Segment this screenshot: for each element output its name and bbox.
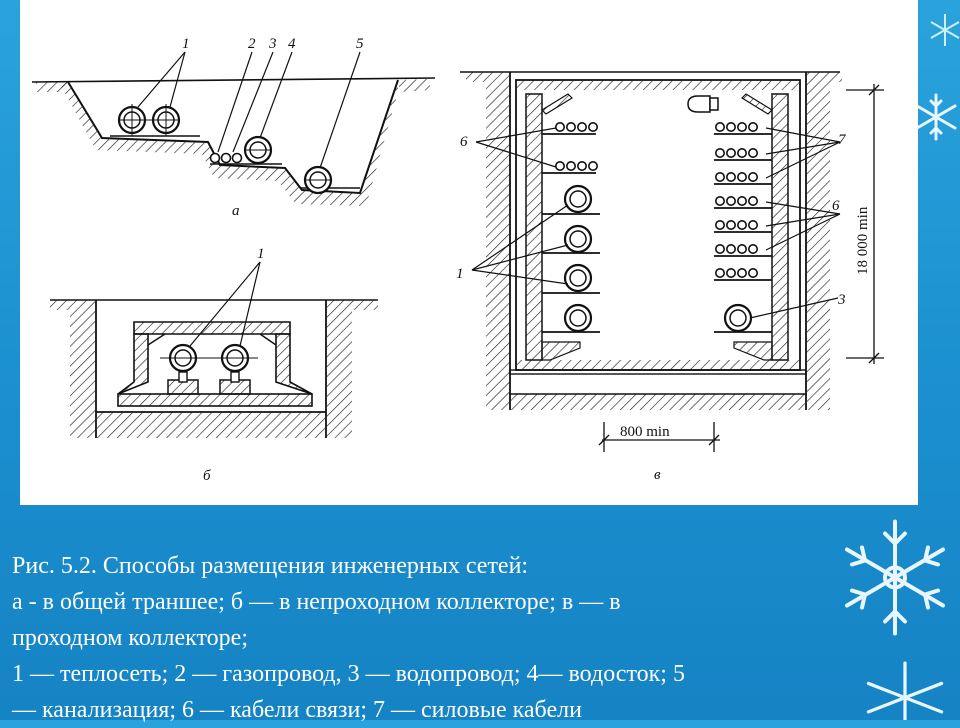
snowflake-icon bbox=[915, 93, 957, 141]
callout-label: 6 bbox=[832, 198, 840, 214]
callout-label: 2 bbox=[248, 36, 256, 52]
callout-label: 4 bbox=[288, 36, 296, 52]
dimension-width: 800 min bbox=[620, 424, 670, 440]
panel-v-tunnel: 6 7 6 1 3 18 000 min 800 min в bbox=[456, 71, 884, 483]
callout-label: 6 bbox=[460, 134, 468, 150]
callout-label: 5 bbox=[356, 36, 364, 52]
panel-label-b: б bbox=[203, 468, 211, 484]
panel-b-duct: 1 б bbox=[50, 246, 378, 484]
caption-line: 1 — теплосеть; 2 — газопровод, 3 — водоп… bbox=[12, 661, 685, 687]
panel-a-trench: 1 2 3 4 5 а bbox=[31, 36, 436, 219]
caption-line: а - в общей траншее; б — в непроходном к… bbox=[12, 589, 621, 615]
callout-label: 7 bbox=[838, 132, 847, 148]
panel-label-v: в bbox=[654, 467, 661, 483]
figure-caption: Рис. 5.2. Способы размещения инженерных … bbox=[12, 548, 912, 728]
callout-label: 3 bbox=[837, 292, 846, 308]
caption-line: — канализация; 6 — кабели связи; 7 — сил… bbox=[12, 697, 582, 723]
caption-title: Рис. 5.2. Способы размещения инженерных … bbox=[12, 553, 529, 579]
diagram-figure: 1 2 3 4 5 а 1 б bbox=[20, 0, 918, 505]
callout-label: 1 bbox=[182, 36, 190, 52]
callout-label: 3 bbox=[268, 36, 277, 52]
snowflake-icon bbox=[866, 661, 944, 720]
callout-label: 1 bbox=[257, 246, 265, 262]
callout-label: 1 bbox=[456, 266, 464, 282]
snowflake-icon bbox=[845, 519, 945, 636]
caption-line: проходном коллекторе; bbox=[12, 625, 248, 651]
panel-label-a: а bbox=[232, 203, 240, 219]
dimension-height: 18 000 min bbox=[855, 206, 871, 275]
snowflake-icon bbox=[930, 14, 960, 46]
